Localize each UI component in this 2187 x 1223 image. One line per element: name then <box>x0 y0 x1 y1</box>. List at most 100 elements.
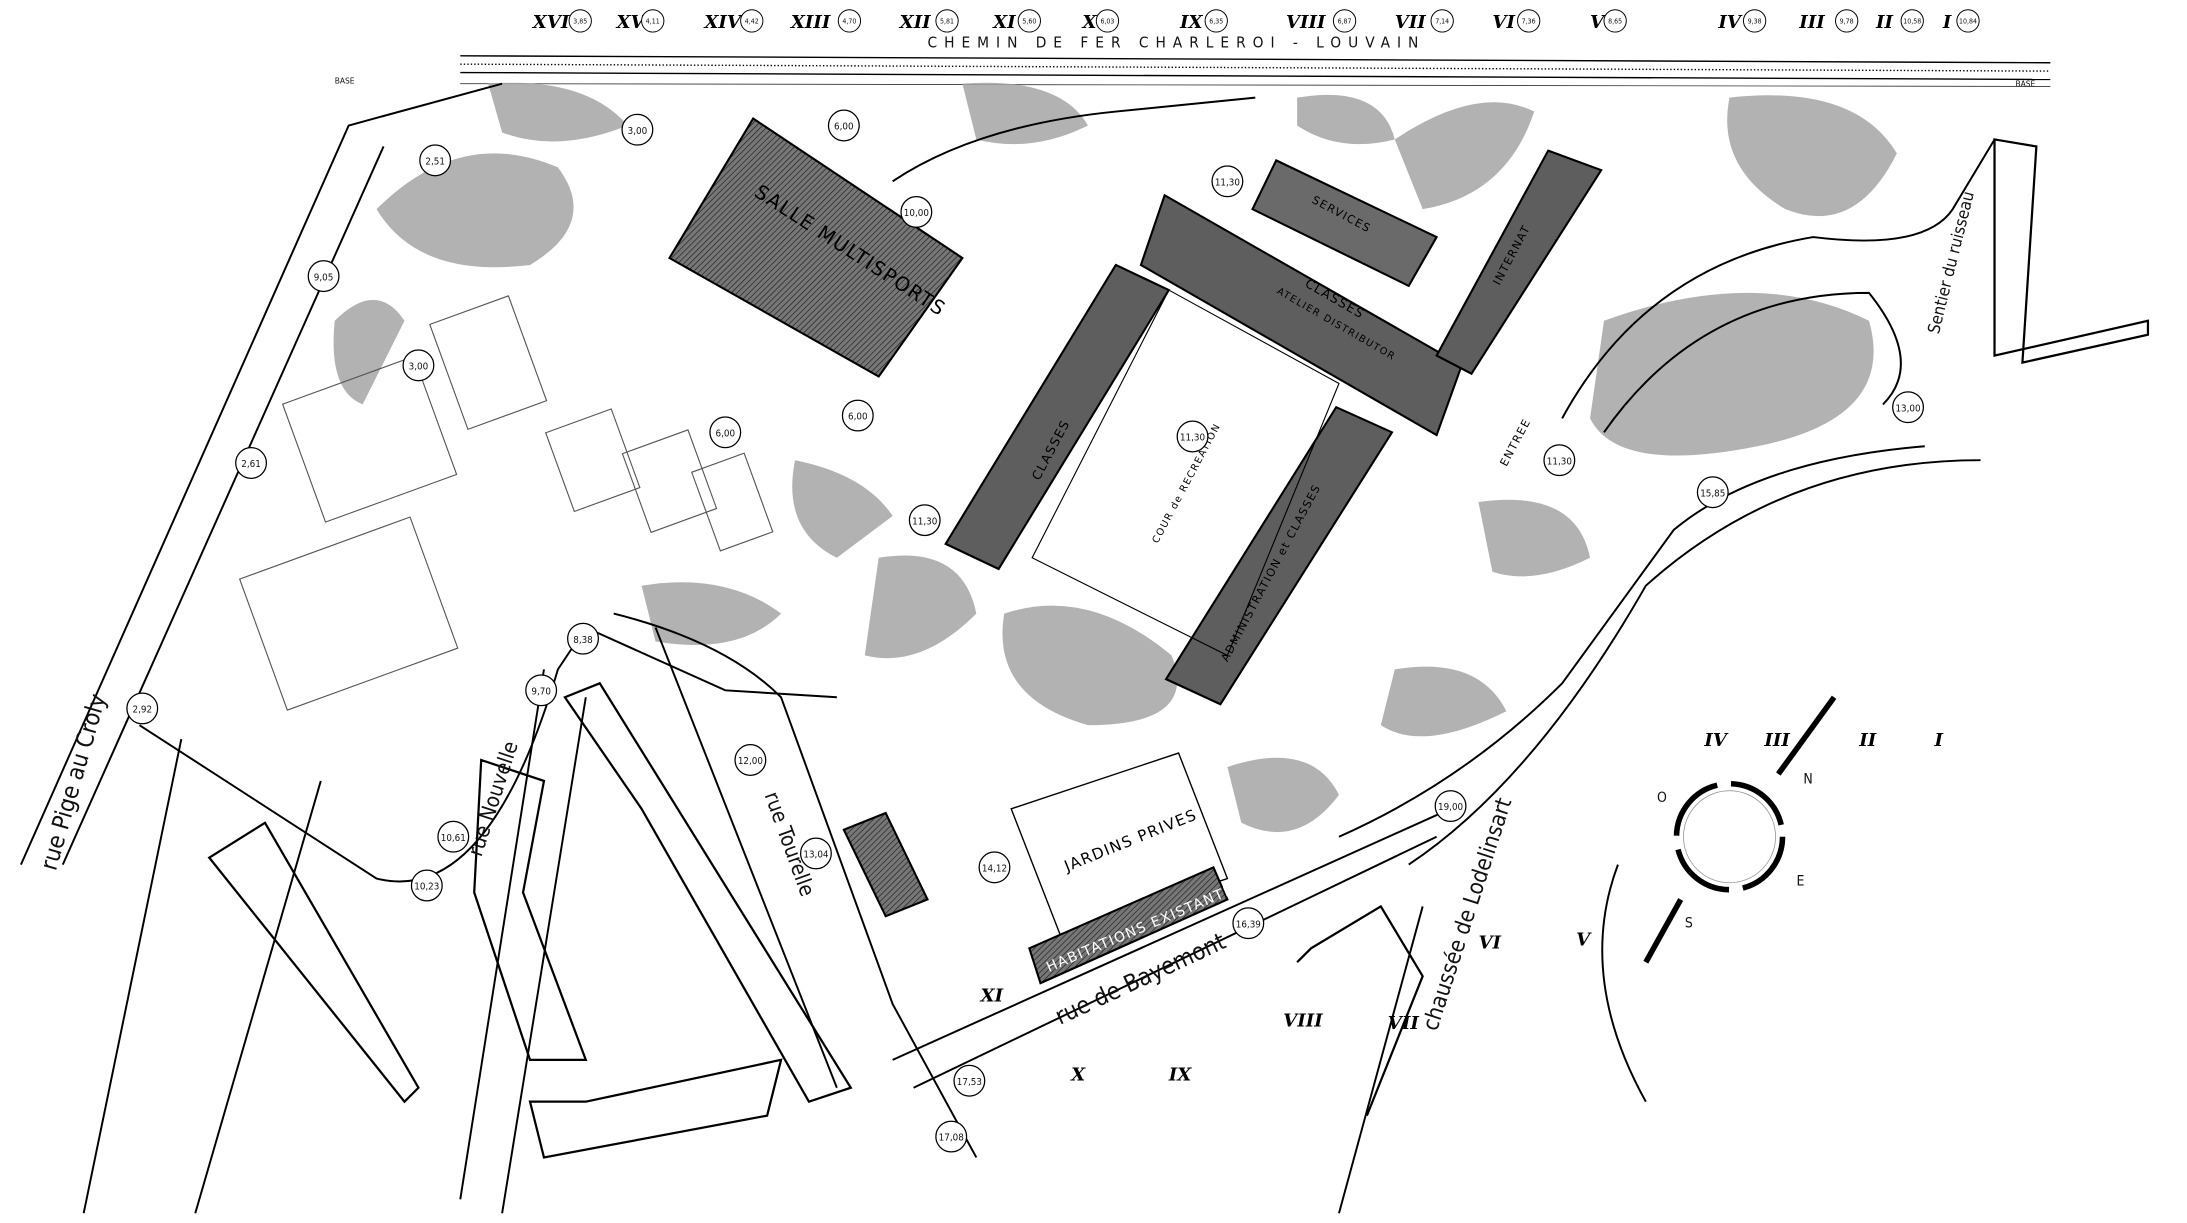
courtyard <box>1031 289 1340 657</box>
terrain-patches <box>333 82 1897 833</box>
profile-numeral: IX <box>1168 1065 1192 1086</box>
elevation-circle <box>1517 9 1541 33</box>
building-services <box>1251 158 1439 288</box>
elevation-marker: 9,70 <box>525 674 558 707</box>
building-multisports <box>668 117 964 378</box>
profile-elevation: 6,35 <box>1209 18 1223 26</box>
elevation-circle <box>740 9 764 33</box>
compass-north-needle <box>1776 695 1837 776</box>
elevation-value: 9,70 <box>531 686 551 697</box>
profile-numeral: VII <box>1388 1013 1420 1034</box>
elevation-marker: 13,04 <box>799 837 832 870</box>
elevation-value: 10,00 <box>904 208 929 219</box>
elevation-circle <box>1332 9 1357 33</box>
compass-n: N <box>1803 772 1812 788</box>
profile-numeral: II <box>1875 12 1893 33</box>
elevation-value: 10,23 <box>414 882 439 893</box>
elevation-value: 2,61 <box>241 459 261 470</box>
elevation-value: 10,61 <box>441 833 466 844</box>
elevation-marker: 2,92 <box>126 692 159 725</box>
building-small <box>842 811 929 918</box>
elevation-circle <box>837 9 862 33</box>
profile-elevation: 10,84 <box>1959 18 1977 26</box>
building-admin <box>1164 405 1394 706</box>
elevation-marker: 10,23 <box>410 869 443 902</box>
elevation-marker: 8,38 <box>567 622 599 655</box>
profile-elevation: 6,87 <box>1338 18 1352 26</box>
profile-elevation: 7,36 <box>1522 18 1536 26</box>
profile-numeral: VI <box>1492 12 1515 33</box>
elevation-value: 11,30 <box>1547 456 1572 467</box>
elevation-value: 11,30 <box>1180 433 1205 444</box>
label-entree: ENTREE <box>1498 416 1534 468</box>
compass-numeral: I <box>1934 730 1944 751</box>
elevation-marker: 2,51 <box>419 144 452 177</box>
elevation-value: 13,00 <box>1895 403 1920 414</box>
profile-numeral: XIV <box>703 12 743 33</box>
elevation-circle <box>1900 9 1924 33</box>
elevation-circle <box>1430 9 1454 33</box>
elevation-marker: 11,30 <box>1176 420 1209 453</box>
building-internat <box>1435 149 1603 376</box>
compass-south-needle <box>1643 898 1684 964</box>
profile-numeral: VIII <box>1283 1010 1323 1031</box>
elevation-marker: 2,61 <box>235 447 268 479</box>
profile-elevation: 10,58 <box>1903 18 1921 26</box>
building-classes-top <box>1139 193 1464 437</box>
profile-elevation: 5,60 <box>1022 18 1036 26</box>
elevation-value: 12,00 <box>738 756 763 767</box>
profile-numeral: XV <box>615 12 646 33</box>
elevation-value: 6,00 <box>834 122 854 133</box>
elevation-circle <box>1742 9 1767 33</box>
elevation-value: 3,00 <box>628 126 648 137</box>
profile-numeral: IX <box>1179 12 1203 33</box>
profile-numeral: X <box>1070 1065 1086 1086</box>
elevation-marker: 16,39 <box>1232 907 1265 940</box>
profile-numeral: XVI <box>532 12 570 33</box>
compass-o: O <box>1657 790 1667 806</box>
elevation-value: 8,38 <box>573 635 593 646</box>
profile-numeral: VIII <box>1286 12 1326 33</box>
top-profile-marker: II 10,58 <box>1875 9 1924 33</box>
elevation-value: 15,85 <box>1700 488 1725 499</box>
top-profile-marker: VIII 6,87 <box>1286 9 1357 33</box>
sport-courts <box>238 295 774 711</box>
profile-elevation: 4,42 <box>745 18 759 26</box>
building-jardins <box>1010 752 1229 936</box>
compass-numeral: IV <box>1703 730 1728 751</box>
elevation-marker: 13,00 <box>1892 391 1925 424</box>
elevation-value: 11,30 <box>912 516 937 527</box>
elevation-value: 19,00 <box>1438 802 1463 813</box>
elevation-marker: 12,00 <box>734 744 767 776</box>
label-jardins: JARDINS PRIVES <box>1061 806 1200 876</box>
elevation-value: 6,00 <box>848 412 868 423</box>
buildings <box>668 117 1603 985</box>
railway-label: CHEMIN DE FER CHARLEROI - LOUVAIN <box>928 33 1426 51</box>
profile-elevation: 9,78 <box>1840 18 1854 26</box>
top-profile-marker: VI 7,36 <box>1492 9 1541 33</box>
elevation-circle <box>1095 9 1120 33</box>
building-habitations <box>1028 866 1229 985</box>
profile-elevation: 7,14 <box>1435 18 1449 26</box>
elevation-marker: 11,30 <box>908 504 941 537</box>
elevation-circle <box>641 9 665 33</box>
elevation-circle <box>1835 9 1859 33</box>
elevation-marker: 3,00 <box>621 113 654 146</box>
profile-elevation: 3,85 <box>573 18 587 26</box>
elevation-value: 11,30 <box>1215 177 1240 188</box>
elevation-value: 2,51 <box>425 157 445 168</box>
elevation-value: 17,53 <box>957 1077 982 1088</box>
elevation-circle <box>1204 9 1228 33</box>
base-left-label: BASE <box>335 76 355 86</box>
profile-numeral: VI <box>1478 932 1501 953</box>
